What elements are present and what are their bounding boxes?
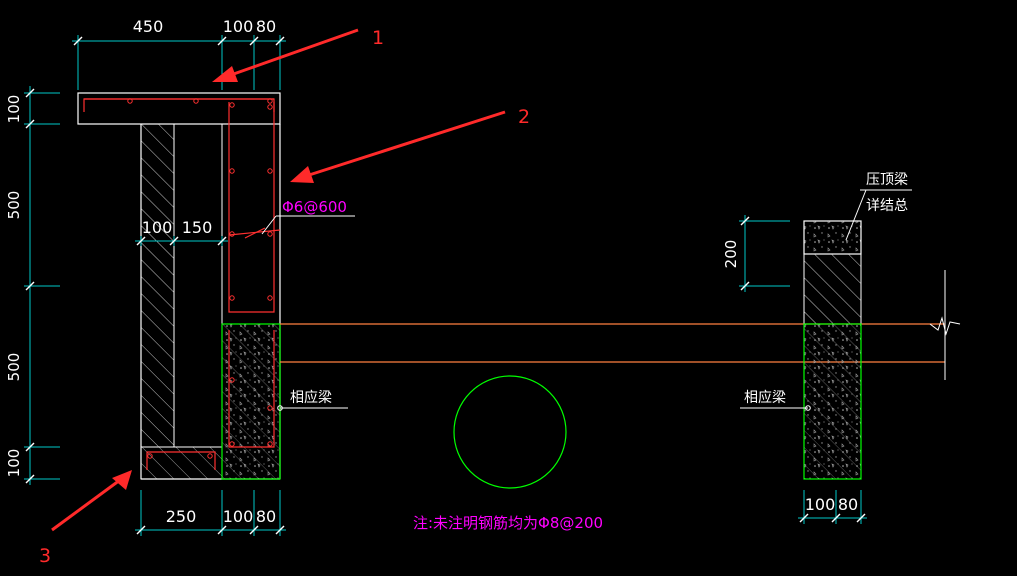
callout-1: 1 (372, 27, 384, 49)
dim-left-500-upper: 500 (5, 191, 23, 220)
top-flange (77, 92, 281, 125)
break-line (929, 270, 961, 380)
dim-top-80: 80 (256, 17, 276, 36)
dim-left-500-lower: 500 (5, 353, 23, 382)
dim-inner-100: 100 (142, 218, 173, 237)
dim-bottom-100: 100 (223, 507, 254, 526)
opening-circle (453, 375, 567, 489)
dim-right-80: 80 (838, 495, 858, 514)
cap-label-line2: 详结总 (866, 198, 908, 214)
dimension-ticks (25, 36, 866, 535)
beam-label-right: 相应梁 (744, 389, 786, 406)
cap-label-line1: 压顶梁 (866, 172, 908, 188)
beam-label-left: 相应梁 (290, 389, 332, 406)
callout-arrows (51, 28, 506, 532)
dim-bottom-250: 250 (166, 507, 197, 526)
callout-2: 2 (518, 106, 530, 128)
rebar-lines (83, 98, 281, 470)
dim-top-450: 450 (133, 17, 164, 36)
rebar-dots (127, 98, 273, 459)
left-section (77, 92, 281, 480)
right-section (803, 189, 912, 480)
dim-top-100: 100 (223, 17, 254, 36)
cap-beam (803, 220, 862, 255)
dim-left-100-bottom: 100 (5, 449, 23, 478)
wall-hatch (140, 123, 175, 448)
dim-right-200: 200 (722, 240, 740, 269)
note-text: 注:未注明钢筋均为Φ8@200 (413, 514, 603, 532)
dim-right-100: 100 (805, 495, 836, 514)
dim-bottom-80: 80 (256, 507, 276, 526)
rebar-label: Φ6@600 (282, 198, 347, 216)
dim-left-100-top: 100 (5, 95, 23, 124)
dim-inner-150: 150 (182, 218, 213, 237)
callout-3: 3 (39, 545, 51, 567)
